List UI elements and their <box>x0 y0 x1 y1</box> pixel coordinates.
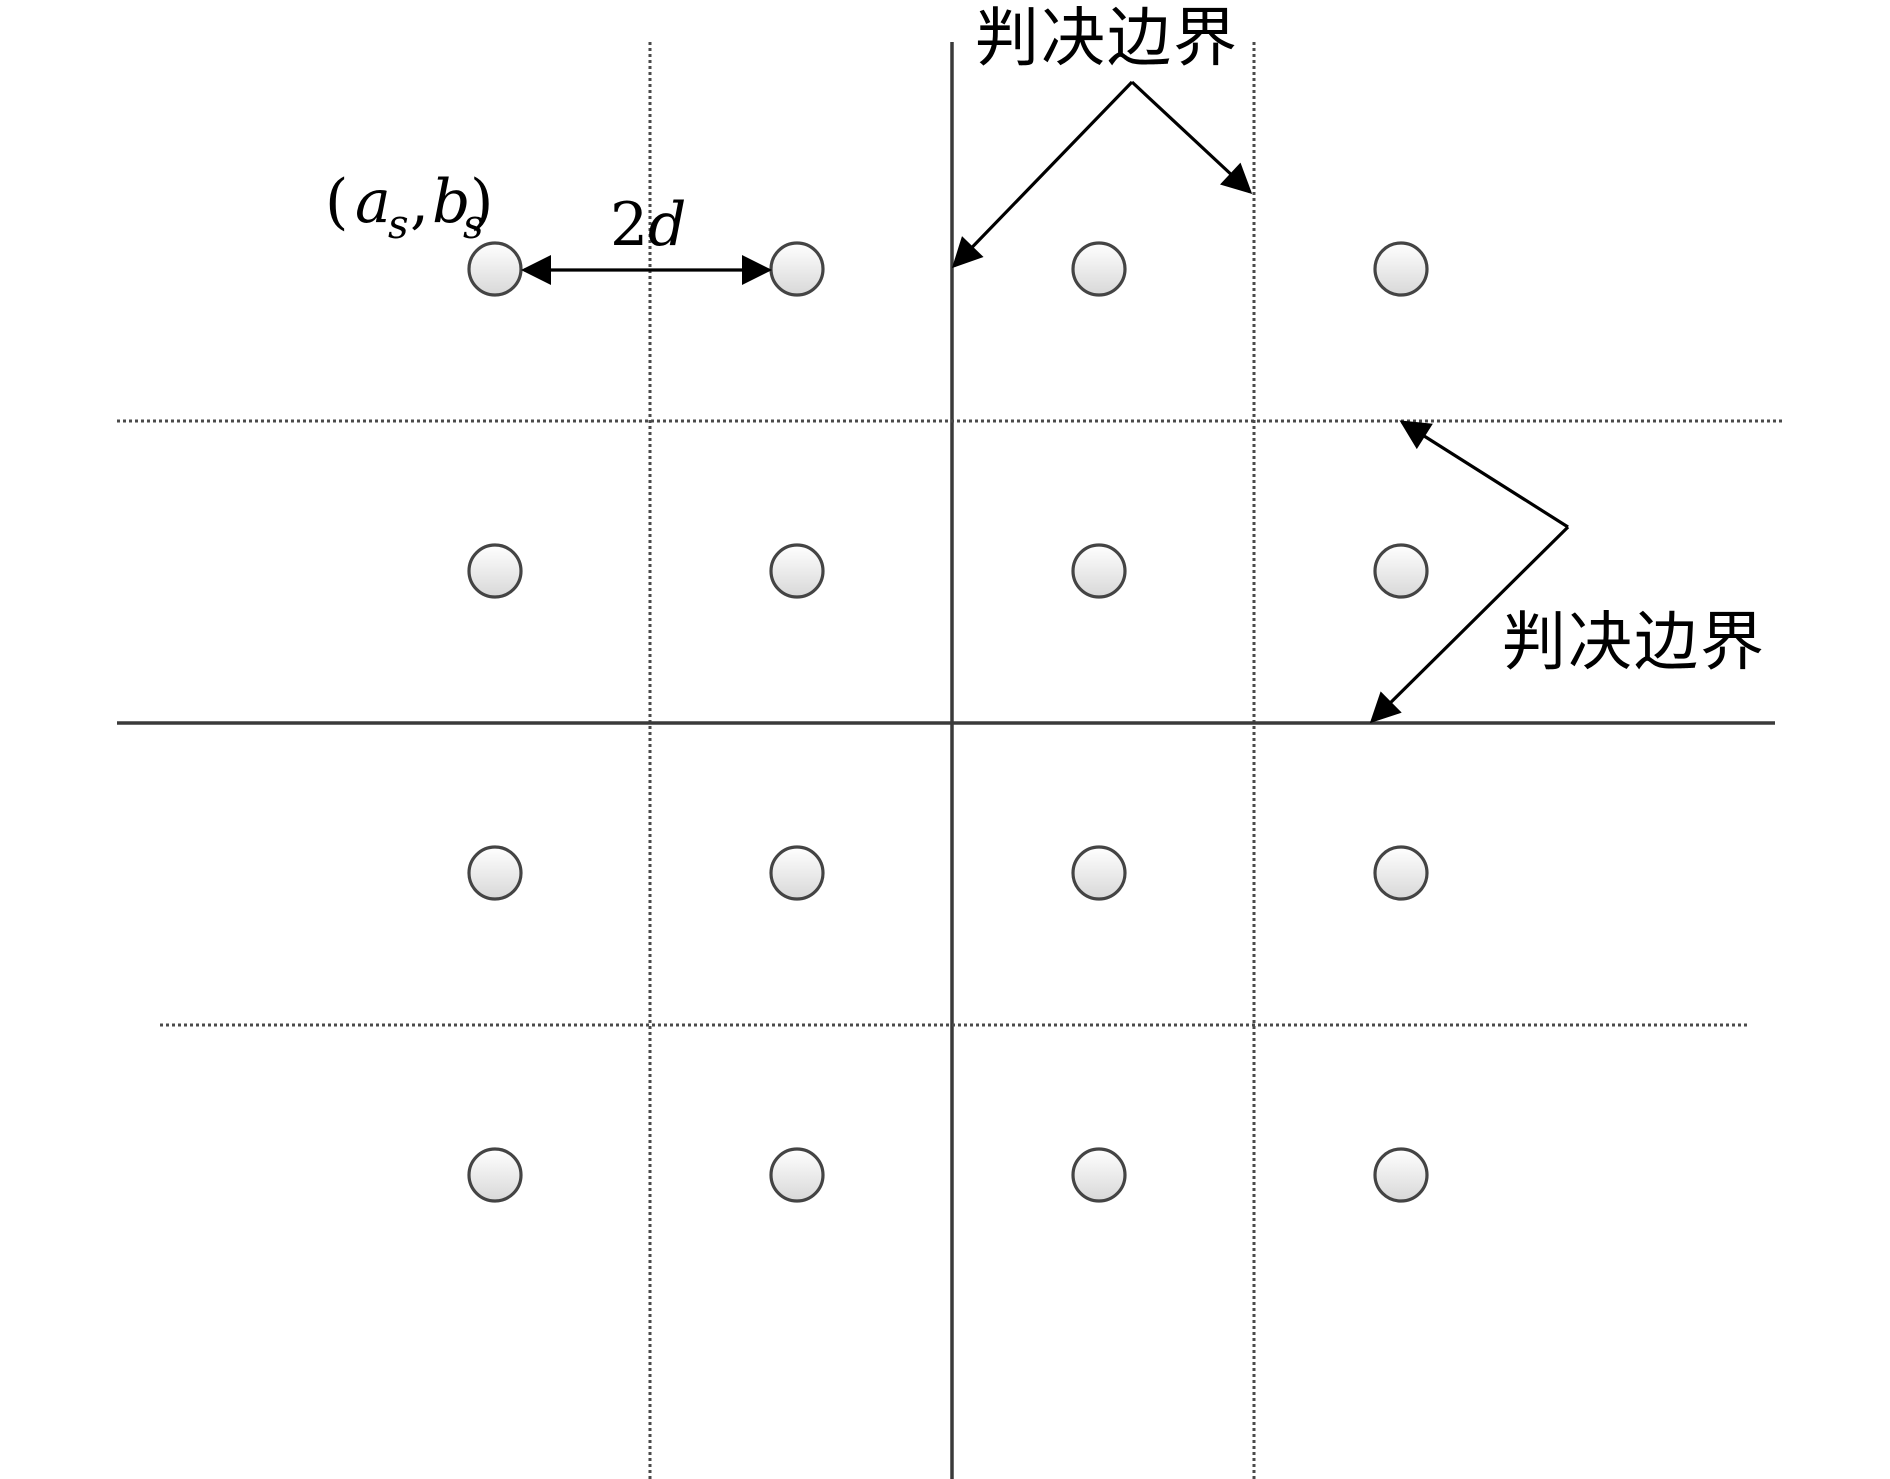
constellation-point <box>1071 1147 1127 1203</box>
constellation-point <box>467 845 523 901</box>
constellation-point <box>1071 845 1127 901</box>
coord-a-subscript: s <box>388 202 409 248</box>
constellation-point <box>1373 543 1429 599</box>
spacing-label-coefficient: 2 <box>610 190 648 260</box>
constellation-point <box>1071 543 1127 599</box>
constellation-point <box>769 543 825 599</box>
decision-boundary-arrow-top-right <box>1130 80 1253 195</box>
coord-a: a <box>355 167 391 237</box>
coord-open-paren: ( <box>325 167 348 237</box>
constellation-point <box>1071 241 1127 297</box>
constellation-point <box>1373 241 1429 297</box>
coord-b: b <box>432 167 470 237</box>
coord-close-paren: ) <box>470 167 493 237</box>
constellation-point <box>769 241 825 297</box>
decision-boundary-arrow-top-left <box>951 80 1134 269</box>
constellation-point <box>769 845 825 901</box>
constellation-point <box>769 1147 825 1203</box>
constellation-point <box>467 1147 523 1203</box>
decision-boundary-arrow-right-lower <box>1369 525 1570 724</box>
constellation-points <box>467 241 1429 1203</box>
decision-boundary-arrow-right-upper <box>1399 420 1569 529</box>
coord-comma: , <box>410 167 429 237</box>
coord-b-subscript: s <box>463 202 484 248</box>
constellation-point <box>467 543 523 599</box>
constellation-point <box>1373 845 1429 901</box>
decision-boundary-label-top: 判决边界 <box>975 2 1239 76</box>
decision-boundary-label-right: 判决边界 <box>1502 606 1766 680</box>
constellation-point <box>1373 1147 1429 1203</box>
constellation-point <box>467 241 523 297</box>
point-coordinate-label: ( a s , b s ) <box>325 167 493 248</box>
spacing-label-variable: d <box>648 190 686 260</box>
